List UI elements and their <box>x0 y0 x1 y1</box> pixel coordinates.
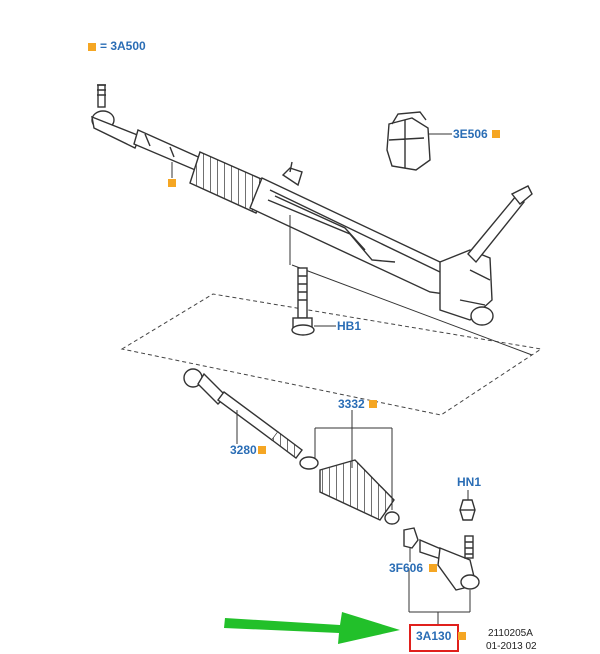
bush-3e506 <box>386 111 431 171</box>
marker-3e506 <box>492 130 500 138</box>
drawing-date: 01-2013 02 <box>486 641 537 652</box>
callout-hn1[interactable]: HN1 <box>457 475 482 489</box>
callout-hb1[interactable]: HB1 <box>337 319 362 333</box>
green-pointer-arrow <box>224 612 400 644</box>
marker-3a500-upper <box>168 179 176 187</box>
leader-3a130 <box>408 568 471 626</box>
bellows-3332 <box>299 456 400 525</box>
steering-rack-assembly <box>91 84 533 326</box>
legend-text: = 3A500 <box>100 39 146 53</box>
callout-3e506[interactable]: 3E506 <box>453 127 488 141</box>
callout-3280[interactable]: 3280 <box>230 443 257 457</box>
tie-rod-end-3a130 <box>419 535 480 591</box>
bolt-hb1 <box>291 267 315 336</box>
marker-3280 <box>258 446 266 454</box>
callout-3332[interactable]: 3332 <box>338 397 365 411</box>
legend-marker <box>88 43 96 51</box>
marker-3f606 <box>429 564 437 572</box>
callout-3f606[interactable]: 3F606 <box>389 561 424 575</box>
nut-hn1 <box>459 499 476 521</box>
inner-tie-rod-3280 <box>183 368 303 459</box>
locknut-3f606 <box>403 527 419 549</box>
marker-3332 <box>369 400 377 408</box>
drawing-number: 2110205A <box>488 628 533 639</box>
callout-3a130[interactable]: 3A130 <box>416 629 452 643</box>
marker-3a130 <box>458 632 466 640</box>
leader-3332 <box>314 410 393 510</box>
subassembly-outline <box>120 293 543 416</box>
